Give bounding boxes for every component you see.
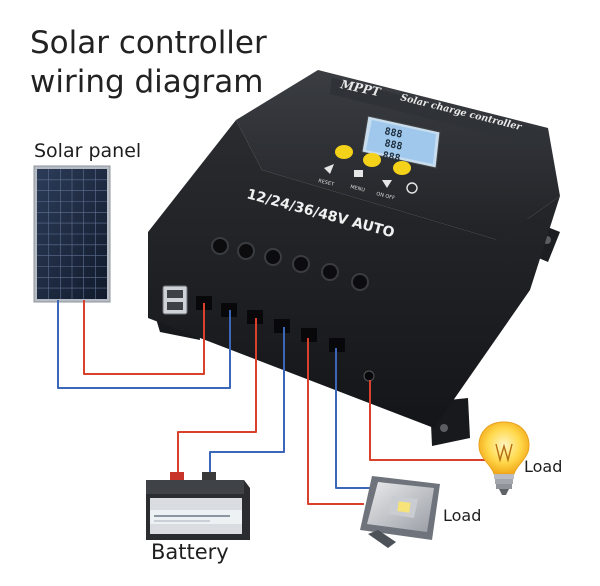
bulb-load-wires: [369, 380, 488, 461]
onoff-button[interactable]: [393, 161, 411, 175]
reset-label: RESET: [318, 178, 336, 188]
battery-wires: [177, 318, 285, 478]
down-arrow-icon: [382, 180, 392, 188]
menu-label: MENU: [350, 184, 366, 194]
onoff-label: ON OFF: [376, 191, 396, 201]
solar-panel-label: Solar panel: [34, 140, 142, 162]
charge-controller: MPPT Solar charge controller 888 888 888…: [148, 70, 560, 446]
flood-positive-wire: [307, 338, 364, 505]
solar-panel: [33, 165, 111, 303]
panel-positive-wire: [83, 300, 205, 375]
flood-load-label: Load: [443, 506, 482, 525]
up-arrow-icon: [324, 164, 334, 174]
lcd-row-3: 888: [381, 150, 401, 165]
bulb-positive-wire: [369, 380, 488, 461]
page-title: Solar controller wiring diagram: [30, 24, 267, 102]
light-bulb-icon: [478, 421, 530, 495]
reset-button[interactable]: [335, 145, 353, 159]
battery-label: Battery: [151, 540, 229, 564]
panel-negative-wire: [57, 300, 231, 389]
lcd-screen: [366, 120, 436, 164]
menu-button[interactable]: [363, 153, 381, 167]
power-icon: [406, 182, 418, 194]
battery: [146, 472, 250, 540]
bulb-load-label: Load: [524, 457, 563, 476]
flood-load-wires: [307, 338, 370, 505]
battery-positive-wire: [177, 318, 257, 478]
flood-negative-wire: [335, 348, 370, 489]
title-line-2: wiring diagram: [30, 64, 264, 100]
menu-icon: [354, 170, 363, 177]
lcd-row-2: 888: [383, 138, 403, 153]
flood-light: [360, 476, 440, 548]
title-line-1: Solar controller: [30, 25, 267, 61]
battery-negative-wire: [209, 327, 285, 478]
lcd-row-1: 888: [383, 126, 403, 141]
solar-wires: [57, 300, 231, 389]
